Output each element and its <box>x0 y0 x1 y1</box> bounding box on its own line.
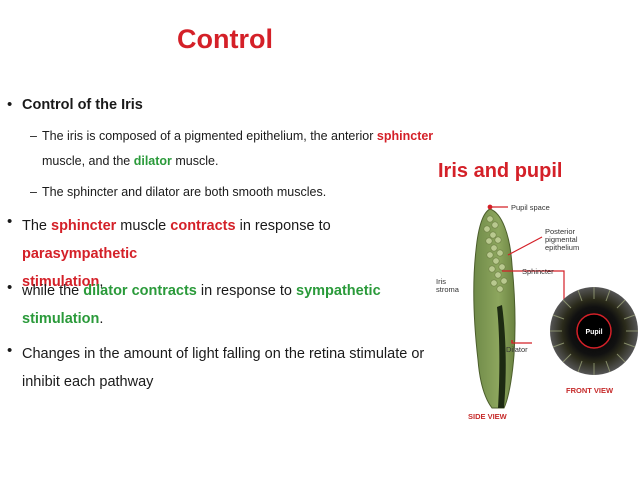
bullet-control-of-iris: Control of the Iris <box>22 97 143 113</box>
keyword-dilator-contracts: dilator contracts <box>83 283 197 299</box>
text: . <box>99 311 104 327</box>
text: epithelium <box>545 243 580 252</box>
iris-pupil-diagram: Pupil <box>473 204 638 409</box>
keyword-parasympathetic: parasympathetic <box>22 246 138 262</box>
keyword-sympathetic: sympathetic <box>296 283 381 299</box>
text: , <box>99 274 104 290</box>
text: Posterior <box>545 227 576 236</box>
sub-bullet-iris-composition: The iris is composed of a pigmented epit… <box>42 124 462 174</box>
text: The iris is composed of a pigmented epit… <box>42 129 377 143</box>
bullet-marker: • <box>7 279 13 296</box>
label-posterior: Posterior pigmental epithelium <box>545 228 579 252</box>
keyword-stimulation: stimulation <box>22 274 100 290</box>
dash-marker: – <box>30 185 37 199</box>
keyword-stimulation: stimulation <box>22 311 100 327</box>
bullet-light-changes: Changes in the amount of light falling o… <box>22 340 442 396</box>
bullet-dilator-contracts: while the dilator contracts in response … <box>22 277 442 333</box>
front-view-eye <box>550 287 638 375</box>
text: muscle, and the <box>42 154 134 168</box>
text: in response to <box>196 283 297 299</box>
bullet-sphincter-contracts: The sphincter muscle contracts in respon… <box>22 212 442 296</box>
slide-title: Control <box>177 24 273 54</box>
posterior-line <box>507 236 543 256</box>
text: stroma <box>436 285 459 294</box>
sub-bullet-smooth-muscles: The sphincter and dilator are both smoot… <box>42 185 327 199</box>
posterior-epithelium <box>497 305 506 408</box>
keyword-sphincter: sphincter <box>51 218 117 234</box>
label-pupil-space: Pupil space <box>511 203 550 212</box>
iris-side-body <box>473 208 516 409</box>
label-sphincter: Sphincter <box>522 267 554 276</box>
keyword-dilator: dilator <box>133 154 172 168</box>
label-dilator: Dilator <box>506 345 528 354</box>
pupil-label: Pupil <box>585 329 602 336</box>
dash-marker: – <box>30 129 37 143</box>
text: muscle <box>116 218 171 234</box>
bullet-marker: • <box>7 96 13 113</box>
text: Changes in the amount of light falling o… <box>22 346 425 362</box>
text: muscle. <box>171 154 219 168</box>
text: pigmental <box>545 235 578 244</box>
keyword-contracts: contracts <box>170 218 236 234</box>
keyword-sphincter: sphincter <box>376 129 434 143</box>
sphincter-bumps <box>483 215 508 293</box>
pupil-space-dot <box>487 204 493 210</box>
figure-title: Iris and pupil <box>438 160 563 182</box>
label-side-view: SIDE VIEW <box>468 412 507 421</box>
bullet-marker: • <box>7 342 13 359</box>
text: in response to <box>235 218 331 234</box>
text: The <box>22 218 52 234</box>
sphincter-to-front-line <box>520 270 565 307</box>
text: Iris <box>436 277 446 286</box>
bullet-marker: • <box>7 213 13 230</box>
label-front-view: FRONT VIEW <box>566 386 614 395</box>
text: while the <box>22 283 84 299</box>
dilator-pointer <box>511 340 532 344</box>
text: inhibit each pathway <box>22 374 154 390</box>
label-iris-stroma: Iris stroma <box>436 278 459 294</box>
